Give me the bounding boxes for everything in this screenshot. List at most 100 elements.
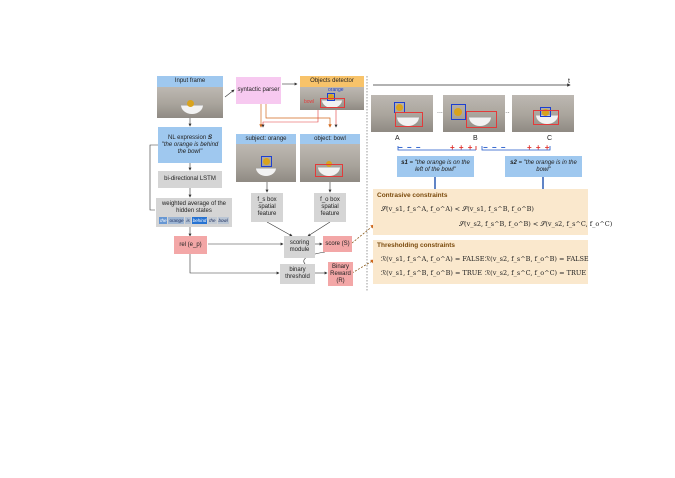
objects-detector-label: Objects detector <box>300 76 364 87</box>
frame-to-parser-arrow <box>224 89 235 98</box>
detector-orange-tag: orange <box>328 87 344 93</box>
thresholding-eq4: ℛ(v_s2, f_s^C, f_o^C) = TRUE <box>485 269 587 277</box>
detector-orange-bbox <box>327 93 335 101</box>
frame-b-subject-bbox <box>451 104 466 120</box>
fo-feature-text: f_o box spatial feature <box>320 197 340 217</box>
frame-b-bowl-image <box>469 117 491 126</box>
bilstm-box: bi-directional LSTM <box>158 171 222 188</box>
fs-to-scoring-arrow <box>266 221 293 237</box>
point-a-label: A <box>395 135 400 142</box>
contrastive-eq1: 𝒮(v_s1, f_s^A, f_o^A) < 𝒮(v_s1, f_s^B, f… <box>381 205 534 213</box>
subject-orange-image <box>263 158 270 165</box>
objects-detector-text: Objects detector <box>310 78 354 84</box>
s2-label: s2 <box>510 159 517 166</box>
object-bowl-image <box>318 167 340 176</box>
weighted-average-text: weighted average of the hidden states <box>161 201 227 214</box>
binary-threshold-box: binary threshold <box>280 264 315 284</box>
syntactic-parser-box: syntactic parser <box>236 77 281 104</box>
bracket-ab-left <box>397 146 476 151</box>
object-text: object: bowl <box>314 135 346 142</box>
point-c-label: C <box>547 135 553 142</box>
rel-box: rel (e_p) <box>174 236 207 254</box>
fs-feature-text: f_s box spatial feature <box>257 197 277 217</box>
thresholding-eq3: ℛ(v_s1, f_s^B, f_o^B) = TRUE <box>381 269 482 277</box>
thresholding-title: Thresholding constraints <box>377 242 456 249</box>
input-frame-text: Input frame <box>174 78 206 84</box>
subject-photo <box>236 144 296 182</box>
frame-c-subject-bbox <box>540 107 551 117</box>
fo-to-scoring-arrow <box>307 221 331 237</box>
object-bbox <box>315 164 343 177</box>
subject-bbox <box>261 156 272 167</box>
scoring-module-text: scoring module <box>289 240 310 253</box>
score-to-contrastive-dashed <box>351 224 375 244</box>
score-box: score (S) <box>323 236 352 252</box>
attention-token: the <box>159 217 168 224</box>
subject-label-box: subject: orange <box>236 134 296 144</box>
input-frame-label: Input frame <box>157 76 223 87</box>
detector-photo: orange bowl <box>300 87 364 110</box>
s2-box: s2 = "the orange is in the bowl" <box>505 156 582 177</box>
s1-label: s1 <box>401 159 408 166</box>
s2-negative-marker: − − − <box>483 143 507 152</box>
nl-expression-box: NL expression 𝑺 "the orange is behind th… <box>158 127 222 163</box>
s1-box: s1 = "the orange is on the left of the b… <box>397 156 474 177</box>
frame-c-photo <box>512 95 574 132</box>
contrastive-title: Contrasive constraints <box>377 192 448 199</box>
attention-token: bowl <box>217 217 229 224</box>
contrastive-panel: Contrasive constraints 𝒮(v_s1, f_s^A, f_… <box>373 189 612 235</box>
input-frame-photo <box>157 87 223 118</box>
fs-feature-box: f_s box spatial feature <box>251 193 283 222</box>
rel-text: rel (e_p) <box>179 241 202 248</box>
parser-to-object-arrow <box>265 104 332 128</box>
reward-to-threshold-dashed <box>351 259 375 274</box>
frame-c-orange-image <box>542 109 549 116</box>
thresholding-eq1: ℛ(v_s1, f_s^A, f_o^A) = FALSE <box>381 255 485 263</box>
weighted-average-box: weighted average of the hidden states th… <box>156 198 232 227</box>
attention-token: the <box>208 217 217 224</box>
s1-positive-marker: + + + <box>450 143 474 152</box>
orange-image <box>187 100 194 107</box>
frame-c-object-bbox <box>533 110 559 125</box>
subject-bowl-image <box>256 168 276 176</box>
s1-text: = "the orange is on the left of the bowl… <box>409 159 470 173</box>
bilstm-text: bi-directional LSTM <box>164 176 216 182</box>
frame-a-object-bbox <box>395 112 423 127</box>
timeline-ellipsis-1: ..... <box>437 108 447 115</box>
score-text: score (S) <box>325 240 350 247</box>
binary-reward-text: Binary Reward (R) <box>330 263 351 284</box>
object-label-box: object: bowl <box>300 134 360 144</box>
binary-threshold-text: binary threshold <box>285 267 310 280</box>
thresholding-eq2: ℛ(v_s2, f_s^B, f_o^B) = FALSE <box>485 255 589 263</box>
rel-to-binary-arrow <box>189 254 280 275</box>
s1-negative-marker: − − − <box>398 143 422 152</box>
syntactic-parser-text: syntactic parser <box>237 87 280 93</box>
frame-b-photo <box>443 95 505 132</box>
fo-feature-box: f_o box spatial feature <box>314 193 346 222</box>
frame-b-object-bbox <box>466 111 497 128</box>
nl-expression-label: NL expression 𝑺 <box>168 134 212 141</box>
frame-a-photo <box>371 95 433 132</box>
thresholding-panel: Thresholding constraints ℛ(v_s1, f_s^A, … <box>373 240 589 284</box>
subject-text: subject: orange <box>245 135 287 142</box>
attention-token: is <box>185 217 191 224</box>
detector-orange-image <box>328 94 334 100</box>
time-axis-label: t <box>568 78 570 85</box>
frame-a-bowl-image <box>397 117 419 126</box>
binary-reward-box: Binary Reward (R) <box>328 262 353 286</box>
s2-text: = "the orange is in the bowl" <box>518 159 577 173</box>
nl-expression-text: "the orange is behind the bowl" <box>161 141 219 155</box>
s2-positive-marker: + + + <box>527 143 551 152</box>
nl-skip-line <box>149 144 158 211</box>
bracket-bc <box>481 146 551 151</box>
object-photo <box>300 144 360 182</box>
attention-token: behind <box>191 217 208 224</box>
frame-a-orange-image <box>396 104 403 111</box>
detector-bowl-tag: bowl <box>304 99 315 105</box>
frame-b-orange-image <box>454 108 462 116</box>
attention-token: orange <box>168 217 185 224</box>
scoring-module-box: scoring module <box>284 236 315 258</box>
detector-to-subject-arrow <box>261 110 319 128</box>
contrastive-eq2: 𝒮(v_s2, f_s^B, f_o^B) < 𝒮(v_s2, f_s^C, f… <box>459 220 613 228</box>
